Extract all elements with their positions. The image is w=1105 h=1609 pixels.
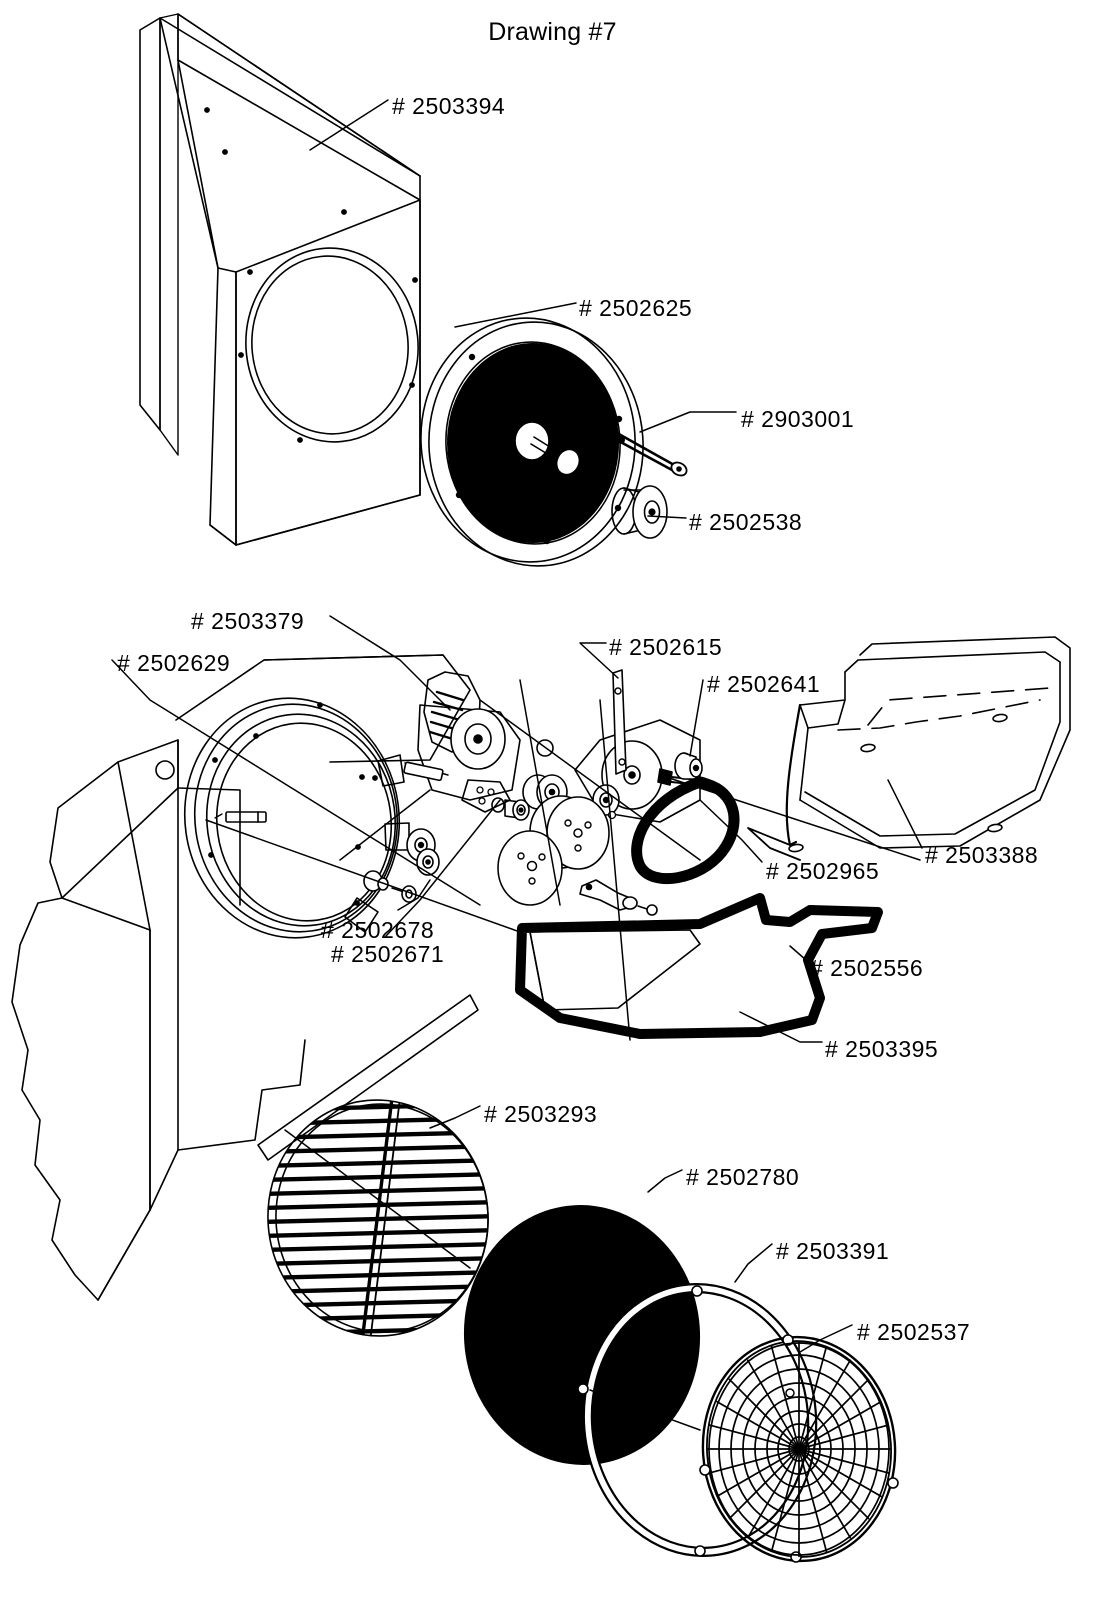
callout-2502538: # 2502538 <box>689 509 803 535</box>
drive-belt <box>631 776 740 885</box>
upper-shroud-housing <box>139 13 421 546</box>
fan-hub <box>514 421 581 476</box>
callout-2502537: # 2502537 <box>857 1319 971 1345</box>
solid-disc <box>463 1205 701 1465</box>
fan-blades <box>447 343 619 543</box>
callout-2903001: # 2903001 <box>741 406 855 432</box>
callout-2502629: # 2502629 <box>117 650 231 676</box>
left-side-panel <box>11 739 306 1301</box>
callout-2502556: # 2502556 <box>810 955 924 981</box>
mounting-plate <box>175 654 471 763</box>
callout-2503388: # 2503388 <box>925 842 1039 868</box>
shaft-collar-bearing <box>611 485 668 539</box>
callout-2503391: # 2503391 <box>776 1238 890 1264</box>
callout-2502780: # 2502780 <box>686 1164 800 1190</box>
callout-2502625: # 2502625 <box>579 295 693 321</box>
callout-2502965: # 2502965 <box>766 858 880 884</box>
callout-2503394: # 2503394 <box>392 93 506 119</box>
orifice-ring <box>183 697 410 939</box>
wire-ring <box>577 1283 818 1557</box>
callout-2503395: # 2503395 <box>825 1036 939 1062</box>
bar-grille-bars <box>268 1100 488 1336</box>
page-title: Drawing #7 <box>488 18 617 46</box>
callout-2502615: # 2502615 <box>609 634 723 660</box>
lower-deflector-panel <box>515 893 883 1039</box>
callout-2502671: # 2502671 <box>331 941 445 967</box>
callout-2503379: # 2503379 <box>191 608 305 634</box>
lower-inner-panel <box>257 929 701 1161</box>
leader-lines <box>111 99 923 1431</box>
right-side-panel <box>747 636 1071 861</box>
callout-2502641: # 2502641 <box>707 671 821 697</box>
drive-mechanism-assembly <box>363 669 703 916</box>
radial-guard-wires <box>707 1341 891 1557</box>
callout-2502678: # 2502678 <box>321 917 435 943</box>
callout-2503293: # 2503293 <box>484 1101 598 1127</box>
gas-strut-rod <box>602 426 688 477</box>
radial-wire-guard <box>699 1334 899 1563</box>
